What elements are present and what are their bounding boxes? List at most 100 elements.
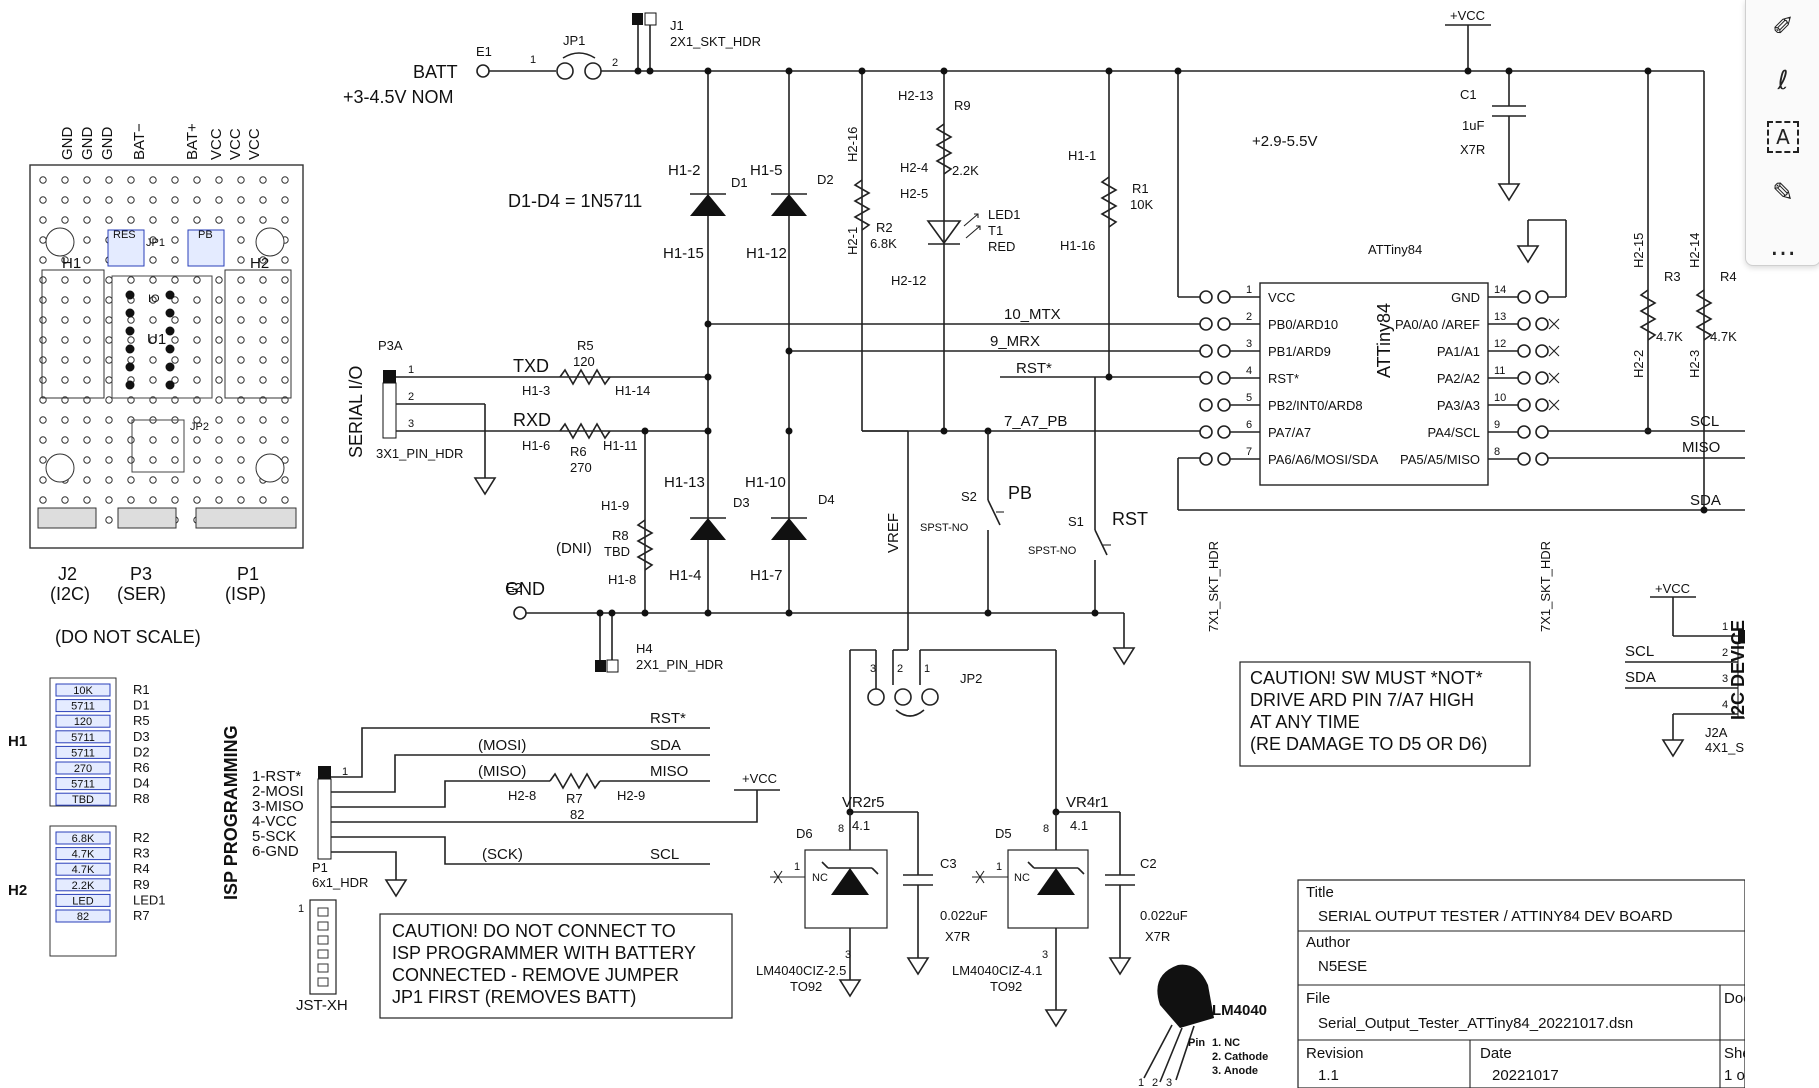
map-part-ref: D1 xyxy=(133,698,150,713)
resistor-led-section: H2-16 H2-1 R2 6.8K H2-13 R9 2.2K H2-4 H2… xyxy=(845,67,1153,431)
highlighter-tool-icon[interactable]: ✎ xyxy=(1772,178,1794,208)
mcu-right-pin-num: 8 xyxy=(1494,446,1500,458)
board-h2-socket xyxy=(224,269,292,399)
board-j2-sub: (I2C) xyxy=(50,584,90,604)
r4-resistor xyxy=(1695,289,1713,341)
e2-terminal xyxy=(513,606,527,620)
d5-package: TO92 xyxy=(990,979,1022,994)
lasso-tool-icon[interactable]: ℓ xyxy=(1777,66,1789,96)
lm4040-leg-num: 2 xyxy=(1152,1077,1158,1088)
title-value: SERIAL OUTPUT TESTER / ATTINY84 DEV BOAR… xyxy=(1318,908,1673,925)
r9-value: 2.2K xyxy=(952,163,979,178)
vr2r5-label: VR2r5 xyxy=(842,794,885,811)
r9-pin-top: H2-13 xyxy=(898,88,933,103)
p1-body xyxy=(317,778,332,860)
mcu-left-pin-num: 2 xyxy=(1246,311,1252,323)
map-part-ref: R4 xyxy=(133,861,150,876)
isp-pin-label: 3-MISO xyxy=(252,798,304,815)
map-part-ref: R3 xyxy=(133,846,150,861)
h4-pin2 xyxy=(606,659,619,673)
map-part-value: 82 xyxy=(77,911,89,923)
c2-type: X7R xyxy=(1145,929,1170,944)
c2-label: C2 xyxy=(1140,856,1157,871)
mcu-left-pin-num: 1 xyxy=(1246,284,1252,296)
board-reset-switch xyxy=(107,229,145,267)
board-p3-label: P3 xyxy=(130,564,152,584)
map-part-value: 270 xyxy=(74,763,92,775)
vr4r1-label: VR4r1 xyxy=(1066,794,1109,811)
j2a-type: 4X1_SKT_HDR xyxy=(1705,740,1745,755)
more-tool-icon[interactable]: … xyxy=(1770,232,1796,262)
mcu-left-pin-name: PB2/INT0/ARD8 xyxy=(1268,398,1363,413)
r2-value: 6.8K xyxy=(870,236,897,251)
board-u1-socket xyxy=(111,275,213,399)
r3-resistor xyxy=(1639,289,1657,341)
draw-tool-icon[interactable]: ✐ xyxy=(1772,12,1794,42)
map-part-ref: R7 xyxy=(133,908,150,923)
batt-label: BATT xyxy=(413,62,458,82)
map-part-ref: D4 xyxy=(133,776,150,791)
s2-pb: PB xyxy=(1008,483,1032,503)
txd-label: TXD xyxy=(513,356,549,376)
sheets-value: 1 of 1 xyxy=(1724,1067,1745,1084)
led1-t1: T1 xyxy=(988,223,1003,238)
i2c-device-section: +VCC 1 2 3 4 SCL SDA J2A 4X1_SKT_HDR I2C… xyxy=(1625,581,1745,758)
board-mount-hole-tl xyxy=(45,227,75,257)
map-part-value: 5711 xyxy=(71,779,95,791)
d3-diode-symbol xyxy=(690,518,726,540)
i2c-scl-label: SCL xyxy=(1625,643,1654,660)
r5-resistor xyxy=(559,368,611,386)
svg-text:1: 1 xyxy=(794,861,800,873)
map-part-value: 5711 xyxy=(71,701,95,713)
board-outline xyxy=(29,164,304,549)
mcu-right-pin-num: 14 xyxy=(1494,284,1506,296)
isp-pin-label: 5-SCK xyxy=(252,828,296,845)
jp2-pin-1 xyxy=(921,688,939,706)
r7-label: R7 xyxy=(566,791,583,806)
board-jp1-label: JP1 xyxy=(146,237,165,249)
mcu-left-pin-name: RST* xyxy=(1268,371,1299,386)
caution-isp-line: CAUTION! DO NOT CONNECT TO xyxy=(392,921,676,941)
map-part-value: 4.7K xyxy=(72,849,95,861)
mcu-right-pin-name: PA3/A3 xyxy=(1437,398,1480,413)
r6-value: 270 xyxy=(570,460,592,475)
p1-pin1 xyxy=(318,766,331,779)
caution-isp-line: ISP PROGRAMMER WITH BATTERY xyxy=(392,943,696,963)
board-top-label: BAT+ xyxy=(184,123,201,160)
mcu-left-pin-num: 5 xyxy=(1246,392,1252,404)
d3-pin-top: H1-13 xyxy=(664,474,705,491)
d4-pin-bottom: H1-7 xyxy=(750,567,783,584)
board-mount-hole-bl xyxy=(45,453,75,483)
board-u1-label: U1 xyxy=(147,331,166,348)
jp1-pin2: 2 xyxy=(612,57,618,69)
vcc-label: +VCC xyxy=(1450,8,1485,23)
svg-text:1: 1 xyxy=(924,663,930,675)
s1-rst: RST xyxy=(1112,509,1148,529)
mcu-right-pin-name: PA1/A1 xyxy=(1437,344,1480,359)
mcu-body-label: ATTiny84 xyxy=(1374,303,1394,378)
svg-text:2: 2 xyxy=(1722,647,1728,659)
date-label: Date xyxy=(1480,1045,1512,1062)
mcu-gnd-symbol xyxy=(1516,245,1540,264)
text-select-tool-icon[interactable]: A xyxy=(1767,121,1799,153)
serial-io-label: SERIAL I/O xyxy=(346,366,366,458)
board-note: (DO NOT SCALE) xyxy=(55,627,201,647)
s1-label: S1 xyxy=(1068,514,1084,529)
diode-note: D1-D4 = 1N5711 xyxy=(508,191,642,211)
j1-type: 2X1_SKT_HDR xyxy=(670,34,761,49)
d6-part: LM4040CIZ-2.5 xyxy=(756,963,846,978)
mcu-right-pin-num: 10 xyxy=(1494,392,1506,404)
mcu-left-pin-num: 6 xyxy=(1246,419,1252,431)
p1-type: 6x1_HDR xyxy=(312,875,368,890)
map-part-ref: R1 xyxy=(133,682,150,697)
map-part-value: 120 xyxy=(74,716,92,728)
led1-red: RED xyxy=(988,239,1015,254)
svg-text:1: 1 xyxy=(1722,621,1728,633)
r3-pin-top: H2-15 xyxy=(1631,233,1646,268)
j2a-label: J2A xyxy=(1705,725,1728,740)
r8-value: TBD xyxy=(604,544,630,559)
map-part-value: LED xyxy=(72,895,93,907)
map-part-value: 10K xyxy=(73,685,93,697)
